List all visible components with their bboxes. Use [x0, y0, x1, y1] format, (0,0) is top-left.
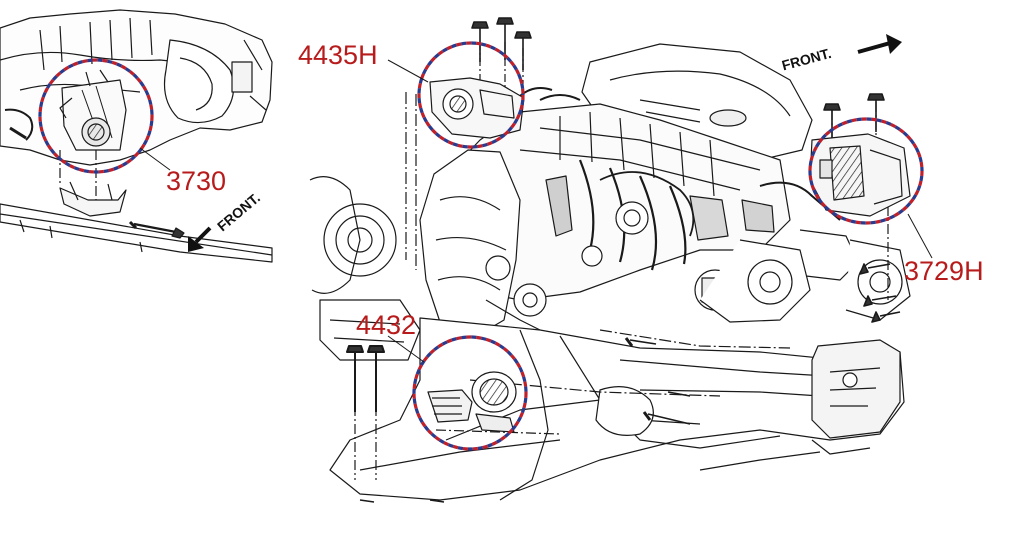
callout-3730: 3730 — [166, 166, 227, 196]
left-inset-artwork — [0, 9, 273, 263]
leader-lines — [139, 59, 933, 363]
callout-3729h: 3729H — [904, 256, 984, 286]
front-arrow-left — [188, 226, 212, 252]
front-arrow-right — [857, 34, 902, 54]
callout-4435h: 4435H — [298, 40, 378, 70]
ring-3730 — [38, 58, 154, 174]
callout-4432: 4432 — [356, 310, 417, 340]
ring-4432 — [412, 335, 528, 451]
callout-rings — [38, 41, 924, 451]
main-engine-artwork — [309, 17, 911, 503]
